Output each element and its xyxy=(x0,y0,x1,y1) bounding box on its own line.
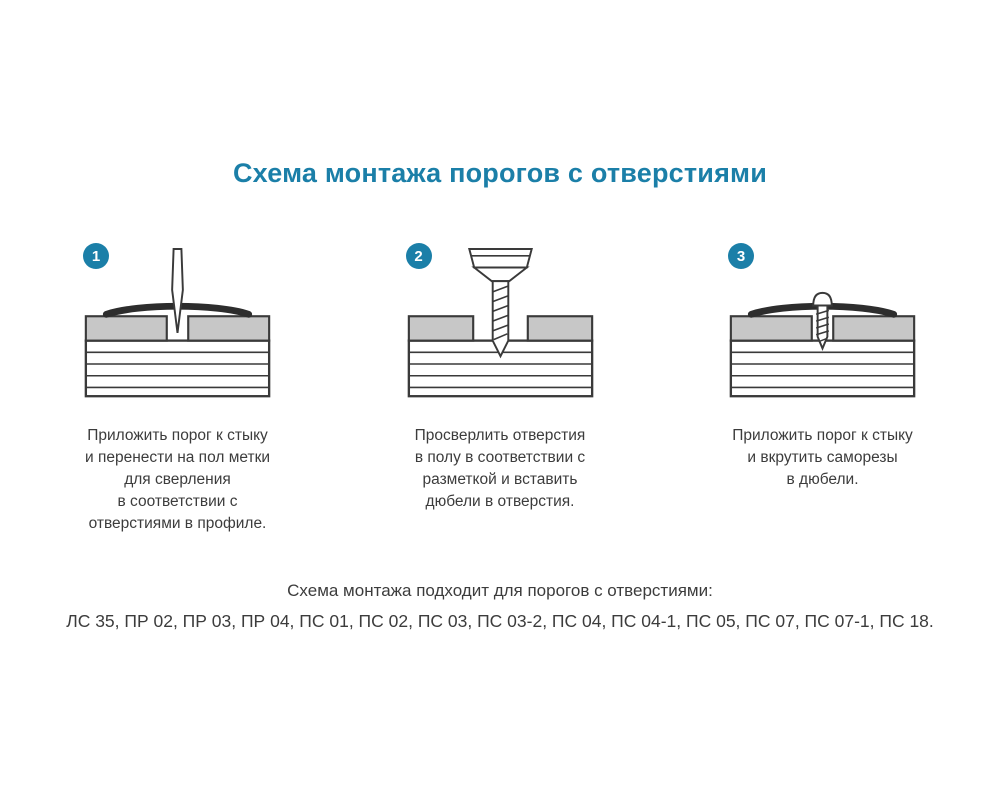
floor-covering xyxy=(729,315,916,342)
step-2-caption: Просверлить отверстия в полу в соответст… xyxy=(414,427,586,510)
footer-compatibility-note: Схема монтажа подходит для порогов с отв… xyxy=(287,581,713,600)
step-1-caption: Приложить порог к стыку и перенести на п… xyxy=(84,427,271,532)
steps-row: 1 Приложить порог к стыку и перенести на… xyxy=(45,243,955,535)
step-1: 1 Приложить порог к стыку и перенести на… xyxy=(45,243,310,535)
step-3-number-badge: 3 xyxy=(728,243,754,269)
footer-model-list: ЛС 35, ПР 02, ПР 03, ПР 04, ПС 01, ПС 02… xyxy=(66,611,934,631)
screw-into-dowel-icon xyxy=(729,291,916,398)
awl-icon xyxy=(171,248,184,333)
floor-covering xyxy=(407,315,593,342)
drill-icon xyxy=(467,248,533,359)
step-2-number-badge: 2 xyxy=(405,243,432,269)
step-2: 2 xyxy=(368,243,633,535)
page-title: Схема монтажа порогов с отверстиями xyxy=(232,158,768,188)
footer: Схема монтажа подходит для порогов с отв… xyxy=(0,581,1000,632)
floor-base xyxy=(84,339,271,398)
screw-icon xyxy=(812,291,833,351)
step-3: 3 xyxy=(690,243,955,535)
step-1-number-badge: 1 xyxy=(83,243,109,269)
step-3-caption: Приложить порог к стыку и вкрутить самор… xyxy=(732,427,913,488)
floor-covering xyxy=(84,315,271,342)
awl-marking-icon xyxy=(84,248,271,398)
drill-bit-icon xyxy=(407,248,593,398)
